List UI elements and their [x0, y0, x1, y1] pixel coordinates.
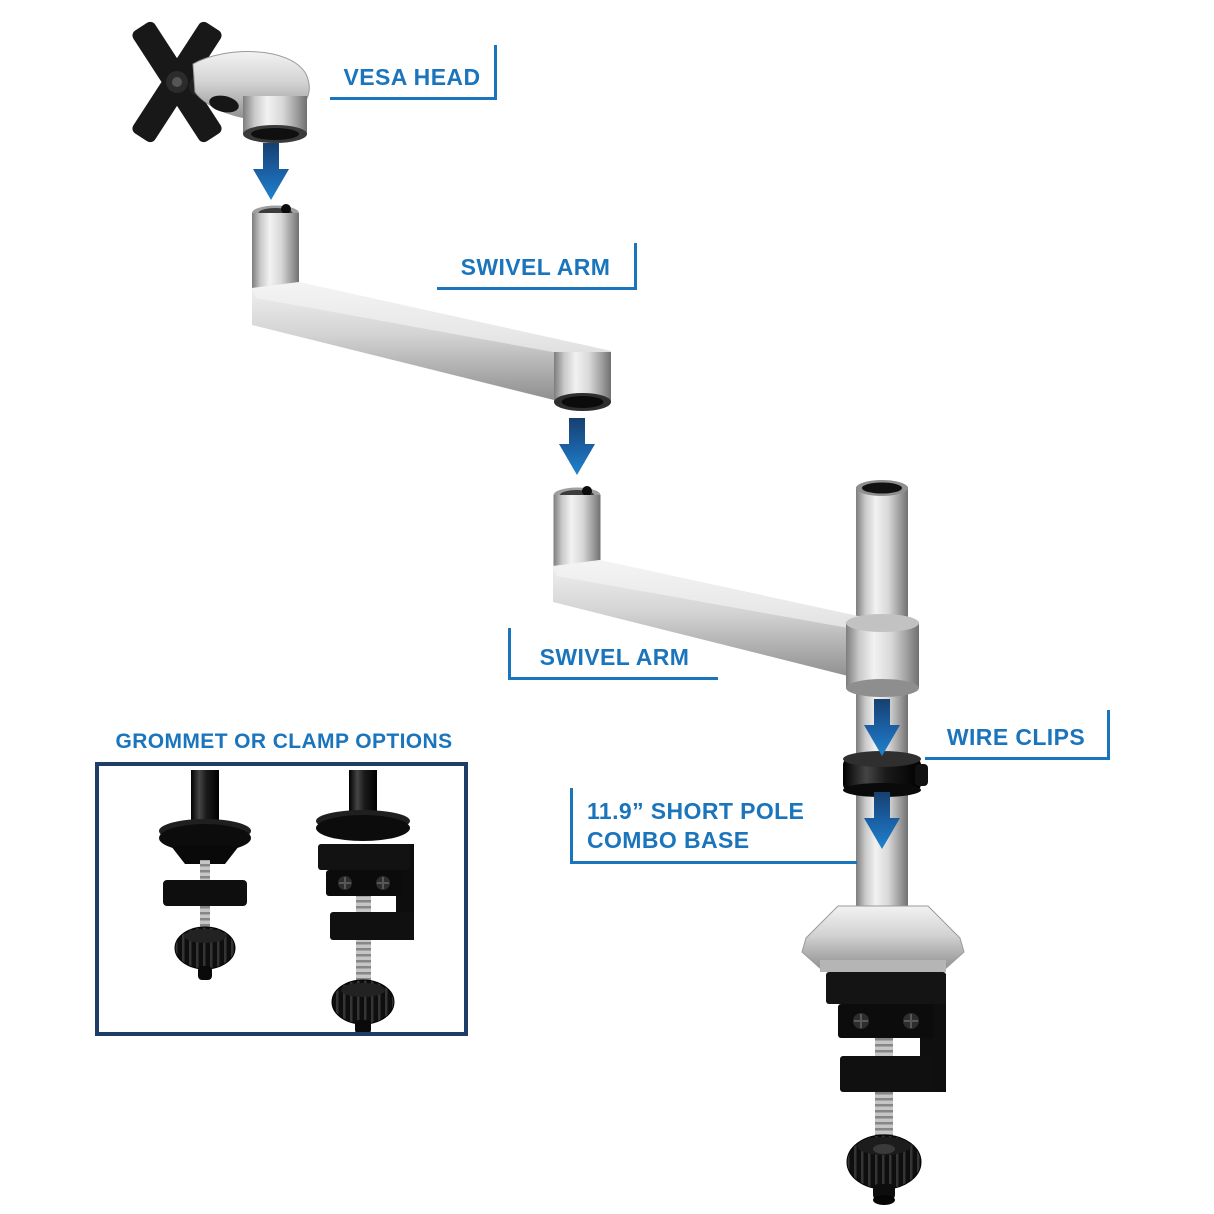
callout-wire-clips: WIRE CLIPS	[925, 710, 1110, 760]
options-box	[95, 762, 468, 1036]
options-box-title: GROMMET OR CLAMP OPTIONS	[115, 730, 453, 753]
callout-swivel-arm-top: SWIVEL ARM	[437, 243, 637, 290]
swivel-arm-bottom-part	[553, 486, 919, 697]
assembly-arrow-2	[559, 418, 595, 475]
combo-base-plate-part	[801, 905, 965, 972]
pole-combo-base-label-line2: COMBO BASE	[587, 827, 750, 853]
pole-combo-base-label-line1: 11.9” SHORT POLE	[587, 798, 805, 824]
wire-clips-label: WIRE CLIPS	[946, 724, 1086, 750]
wire-clip-part	[843, 751, 928, 797]
vesa-plate-part	[132, 21, 222, 143]
vesa-head-part	[189, 51, 310, 143]
swivel-arm-bottom-label: SWIVEL ARM	[539, 644, 690, 670]
assembly-arrow-1	[253, 143, 289, 200]
callout-vesa-head: VESA HEAD	[330, 45, 497, 100]
desk-clamp-part	[826, 972, 946, 1205]
vesa-head-label: VESA HEAD	[343, 64, 481, 90]
swivel-arm-top-label: SWIVEL ARM	[460, 254, 611, 280]
grommet-option-part	[159, 770, 251, 980]
swivel-arm-top-part	[252, 204, 611, 411]
callout-pole-combo-base: 11.9” SHORT POLE COMBO BASE	[570, 788, 857, 864]
clamp-option-part	[316, 770, 414, 1034]
callout-swivel-arm-bottom: SWIVEL ARM	[508, 628, 718, 680]
